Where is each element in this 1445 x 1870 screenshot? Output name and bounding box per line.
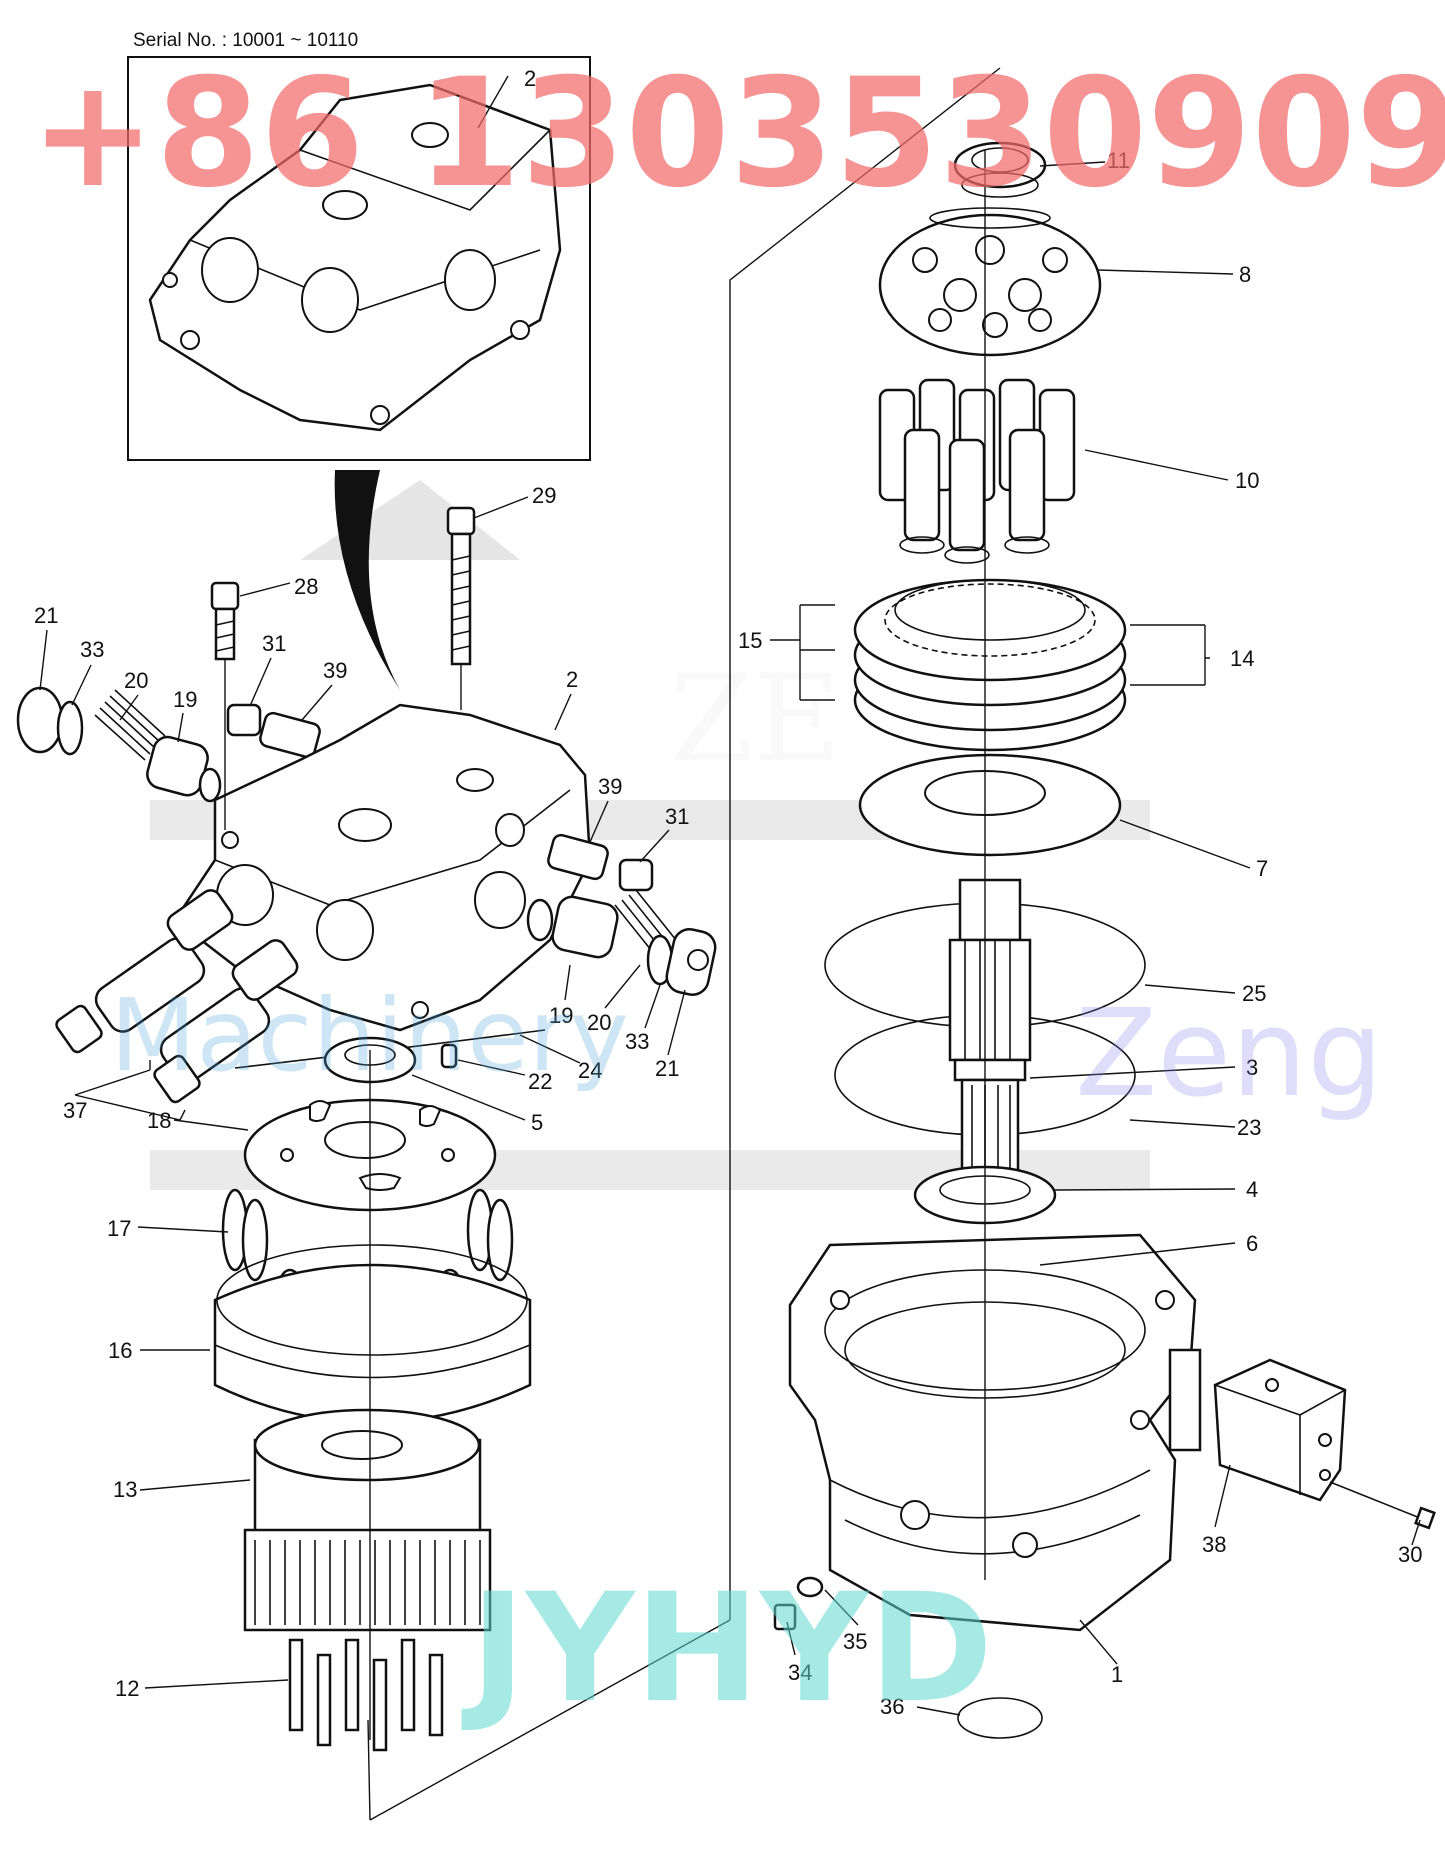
label-34: 34 [788, 1660, 812, 1685]
part-12-springs [288, 1638, 444, 1752]
leader-lines [39, 75, 1421, 1716]
part-36-snap-ring [957, 1697, 1043, 1739]
label-11: 11 [1107, 148, 1130, 173]
label-10: 10 [1235, 468, 1259, 493]
left-relief-spring-kit [16, 686, 222, 803]
label-35: 35 [843, 1629, 867, 1654]
part-30-bolt [1329, 1481, 1436, 1530]
label-25: 25 [1242, 981, 1266, 1006]
inset-frame [127, 56, 591, 461]
label-inset-2: 2 [524, 66, 536, 91]
label-14: 14 [1230, 646, 1254, 671]
label-28: 28 [294, 574, 318, 599]
part-8-retainer-plate [878, 207, 1102, 357]
label-33-left: 33 [80, 637, 104, 662]
part-3-drive-shaft [948, 878, 1032, 1192]
label-6: 6 [1246, 1231, 1258, 1256]
label-15: 15 [738, 628, 762, 653]
brand-watermark-left: Machinery [110, 977, 629, 1094]
divider-line [729, 67, 1001, 1620]
label-17: 17 [107, 1216, 131, 1241]
label-20-left: 20 [124, 668, 148, 693]
label-21-left: 21 [34, 603, 58, 628]
label-2: 2 [566, 667, 578, 692]
label-18: 18 [147, 1108, 171, 1133]
inset-valve-housing [148, 83, 562, 432]
label-19-right: 19 [549, 1003, 573, 1028]
part-7-disc [858, 753, 1122, 857]
part-38-valve-block [1213, 1358, 1347, 1502]
part-number-labels: 2 11 8 10 15 14 7 25 3 23 4 6 38 30 35 3… [34, 66, 1422, 1719]
label-20-right: 20 [587, 1010, 611, 1035]
part-14-15-friction-plates [853, 578, 1127, 752]
brand-watermark-right: Zeng [1075, 985, 1383, 1124]
right-relief-spring-kit [526, 889, 717, 996]
label-3: 3 [1246, 1055, 1258, 1080]
label-30: 30 [1398, 1542, 1422, 1567]
inset-pointer-arrow [334, 470, 400, 690]
label-21-right: 21 [655, 1056, 679, 1081]
label-31-right: 31 [665, 804, 689, 829]
divider-line-lower [369, 1619, 731, 1821]
label-23: 23 [1237, 1115, 1261, 1140]
part-37-cartridges [55, 889, 299, 1104]
part-10-pistons [878, 378, 1076, 564]
part-28-bolt [210, 581, 240, 661]
logo-watermark-text: ZE [670, 650, 841, 789]
label-39-top: 39 [323, 658, 347, 683]
label-29: 29 [532, 483, 556, 508]
part-13-gear [243, 1408, 492, 1632]
part-1-motor-housing [788, 1233, 1202, 1632]
label-5: 5 [531, 1110, 543, 1135]
part-29-bolt [446, 506, 476, 666]
label-16: 16 [108, 1338, 132, 1363]
serial-number-text: Serial No. : 10001 ~ 10110 [133, 30, 358, 51]
label-12: 12 [115, 1676, 139, 1701]
part-35-o-ring [796, 1576, 824, 1598]
label-24: 24 [578, 1058, 602, 1083]
label-33-right: 33 [625, 1029, 649, 1054]
label-31-top: 31 [262, 631, 286, 656]
label-8: 8 [1239, 262, 1251, 287]
phone-watermark: +86 13035309093 [30, 47, 1445, 221]
part-39-sleeve-top [259, 711, 321, 759]
bottom-watermark: JYHYD [461, 1562, 993, 1736]
label-37: 37 [63, 1098, 87, 1123]
label-1: 1 [1111, 1662, 1123, 1687]
part-31-plug-right [618, 858, 654, 892]
label-7: 7 [1256, 856, 1268, 881]
label-38: 38 [1202, 1532, 1226, 1557]
label-19-left: 19 [173, 687, 197, 712]
part-34-plug [773, 1603, 797, 1631]
label-22: 22 [528, 1069, 552, 1094]
label-13: 13 [113, 1477, 137, 1502]
label-36: 36 [880, 1694, 904, 1719]
part-31-plug-top [226, 703, 262, 737]
label-39-right: 39 [598, 774, 622, 799]
part-22-pin [440, 1043, 458, 1069]
part-39-sleeve-right [547, 833, 609, 881]
label-4: 4 [1246, 1177, 1258, 1202]
